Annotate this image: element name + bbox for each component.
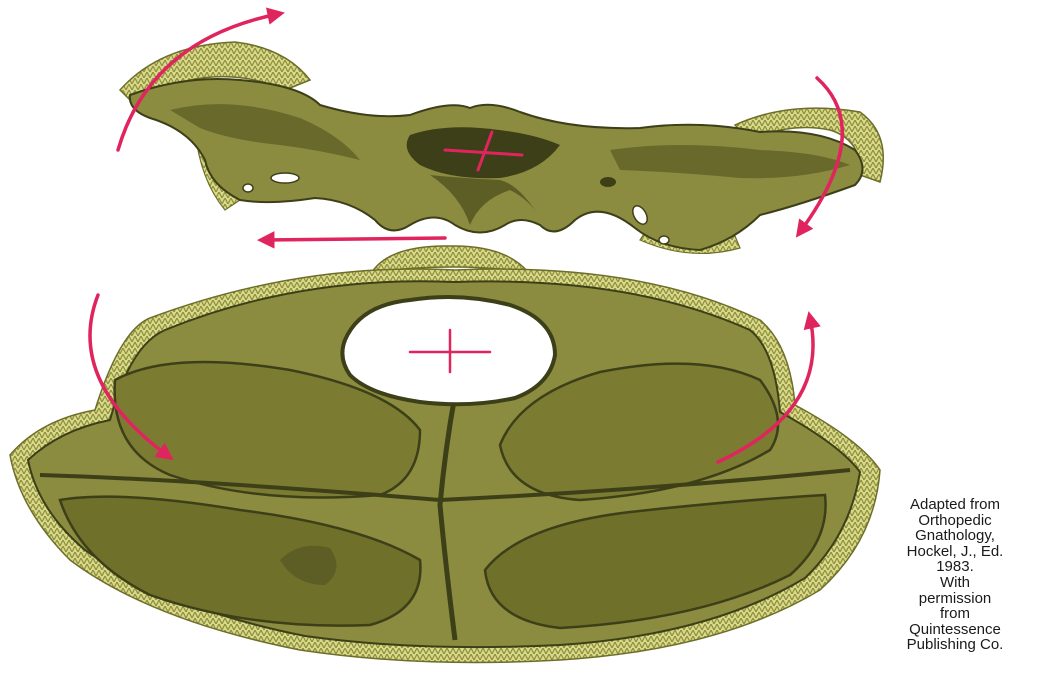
left-foramen-2 xyxy=(243,184,253,192)
left-foramen-1 xyxy=(271,173,299,183)
credit-line: Publishing Co. xyxy=(866,637,1044,653)
credit-line: Quintessence xyxy=(866,622,1044,638)
foramen-magnum xyxy=(342,297,555,404)
credit-line: Adapted from xyxy=(866,497,1044,513)
credit-line: Hockel, J., Ed. xyxy=(866,544,1044,560)
arrow-sphenoid-horizontal xyxy=(264,238,445,240)
credit-caption: Adapted from Orthopedic Gnathology, Hock… xyxy=(866,497,1044,653)
credit-line: Orthopedic xyxy=(866,513,1044,529)
basilar-tip-serration xyxy=(372,246,528,272)
right-foramen-3 xyxy=(600,177,616,187)
credit-line: Gnathology, xyxy=(866,528,1044,544)
credit-line: permission xyxy=(866,591,1044,607)
right-foramen-2 xyxy=(659,236,669,244)
credit-line: 1983. xyxy=(866,559,1044,575)
credit-line: With xyxy=(866,575,1044,591)
sphenoid-bone xyxy=(120,42,883,253)
occipital-bone xyxy=(10,246,880,662)
credit-line: from xyxy=(866,606,1044,622)
